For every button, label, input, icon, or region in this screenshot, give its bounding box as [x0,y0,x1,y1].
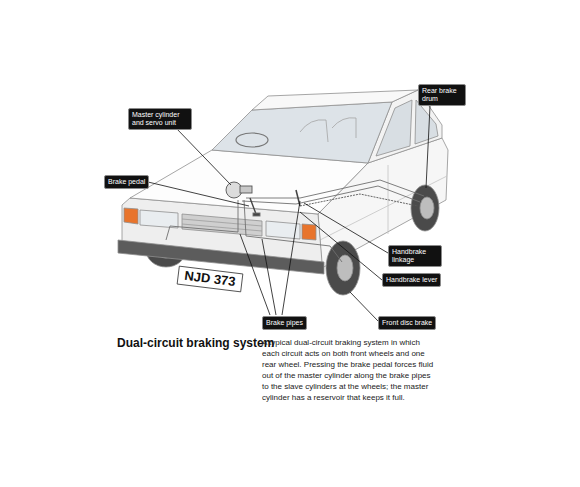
indicator [124,208,138,224]
leader-line [426,106,430,188]
callout-label: Brake pipes [266,319,303,327]
callout-box: Master cylinder and servo unit [128,108,192,130]
grille [182,214,262,236]
headlight [140,210,178,228]
grille-bars [182,219,262,231]
callout-box: Handbrake linkage [388,245,442,267]
leader-line [282,201,300,315]
leader-line [300,212,382,280]
leader-line [350,292,378,321]
callout-box: Rear brake drum [418,84,466,106]
callout-label: Handbrake linkage [392,248,438,264]
brake-pipe [242,186,420,204]
diagram-caption: A typical dual-circuit braking system in… [262,337,434,403]
master-cylinder [240,186,252,193]
pedal-pad [253,213,260,216]
leader-line [148,182,249,206]
diagram-title: Dual-circuit braking system [117,336,274,350]
brake-system [166,180,424,262]
rear-right-wheel [411,185,439,231]
rear-drum [420,197,434,219]
callout-label: Brake pedal [108,178,145,186]
leader-line [176,128,231,185]
number-plate-text: NJD 373 [177,266,243,292]
number-plate [177,266,243,292]
windscreen [212,102,392,163]
front-right-wheel [326,241,360,295]
callout-box: Brake pedal [104,175,149,189]
callout-label: Master cylinder and servo unit [132,111,188,127]
roof [252,90,418,110]
leader-lines [148,106,430,321]
callout-box: Brake pipes [262,316,307,330]
plate-outline [177,266,243,292]
brake-pipe [244,200,342,262]
callout-label: Rear brake drum [422,87,462,103]
leader-line [304,203,388,253]
callout-box: Front disc brake [378,316,436,330]
callout-label: Front disc brake [382,319,432,327]
car-body [118,90,448,295]
brake-pedal [250,198,256,214]
leader-line [240,234,270,315]
headlight [266,221,300,239]
brake-pipe [166,200,238,240]
handbrake-cable [300,194,418,206]
seats [300,118,356,142]
indicator [302,224,316,240]
steering-wheel [236,133,268,147]
callout-box: Handbrake lever [382,273,441,287]
rear-side-window [415,100,438,144]
leader-line [262,239,276,315]
callout-label: Handbrake lever [386,276,437,284]
